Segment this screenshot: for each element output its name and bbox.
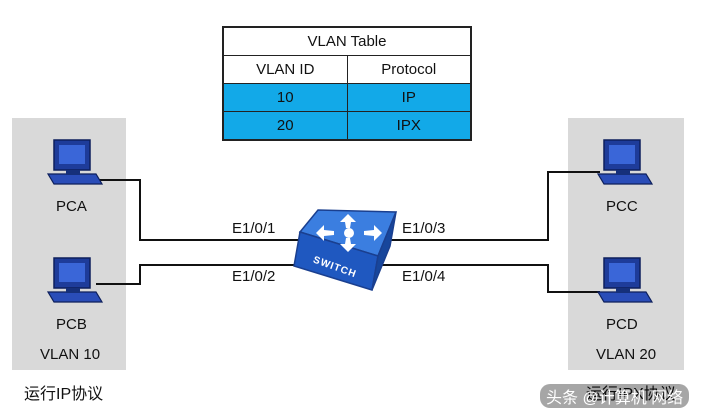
port-label-e1-0-1: E1/0/1	[232, 220, 276, 237]
vlan-table-title: VLAN Table	[307, 33, 387, 50]
network-links	[96, 171, 600, 293]
link-pcd	[380, 264, 600, 293]
link-pca	[96, 179, 300, 241]
pc-label-pcc: PCC	[606, 198, 638, 215]
pc-label-pcb: PCB	[56, 316, 87, 333]
vlan-label-20: VLAN 20	[596, 346, 657, 363]
protocol-cell: IPX	[346, 112, 470, 139]
pcd-computer-icon	[597, 257, 653, 303]
switch-icon	[293, 209, 398, 291]
pc-label-pca: PCA	[56, 198, 87, 215]
vlan-table-header-row: VLAN ID Protocol	[224, 55, 470, 83]
watermark: 头条 @计算机 网络	[540, 384, 690, 408]
caption-ipx-protocol: 运行IPX协议	[586, 386, 676, 403]
port-label-e1-0-3: E1/0/3	[402, 220, 446, 237]
vlan-table-title-row: VLAN Table	[224, 28, 470, 55]
port-label-e1-0-4: E1/0/4	[402, 268, 446, 285]
vlan-table-header-vlan-id: VLAN ID	[256, 61, 315, 78]
vlan-label-10: VLAN 10	[40, 346, 101, 363]
vlan-table-header-protocol: Protocol	[346, 56, 471, 83]
vlan-table: VLAN Table VLAN ID Protocol 10 IP 20 IPX	[222, 26, 472, 141]
pcb-computer-icon	[47, 257, 103, 303]
vlan-id-cell: 10	[224, 84, 347, 111]
protocol-cell: IP	[346, 84, 470, 111]
port-label-e1-0-2: E1/0/2	[232, 268, 276, 285]
link-pcb	[96, 264, 300, 285]
vlan-id-cell: 20	[224, 112, 347, 139]
pca-computer-icon	[47, 139, 103, 185]
link-pcc	[380, 171, 600, 241]
vlan-table-row: 10 IP	[224, 83, 470, 111]
vlan-table-row: 20 IPX	[224, 111, 470, 139]
pc-label-pcd: PCD	[606, 316, 638, 333]
caption-ip-protocol: 运行IP协议	[24, 386, 104, 403]
pcc-computer-icon	[597, 139, 653, 185]
